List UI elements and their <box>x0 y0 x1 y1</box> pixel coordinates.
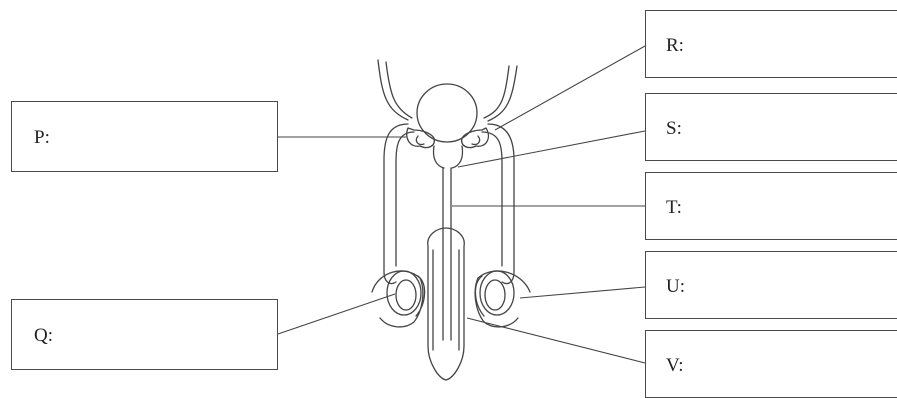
label-box-s[interactable]: S: <box>645 93 897 161</box>
right-seminal-vesicle-inner <box>472 136 480 144</box>
label-r: R: <box>666 35 684 57</box>
label-box-u[interactable]: U: <box>645 251 897 319</box>
label-box-v[interactable]: V: <box>645 330 897 398</box>
leader-line-v <box>467 318 645 363</box>
prostate-left <box>433 146 444 168</box>
label-box-t[interactable]: T: <box>645 172 897 240</box>
left-vas-deferens-inner <box>396 132 414 266</box>
left-ureter <box>378 60 408 120</box>
label-u: U: <box>666 276 685 298</box>
label-p: P: <box>34 127 50 149</box>
left-ureter-inner <box>386 62 412 118</box>
label-s: S: <box>666 118 682 140</box>
right-testis-inner <box>485 280 505 310</box>
label-box-r[interactable]: R: <box>645 10 897 78</box>
left-testis-inner <box>396 280 416 310</box>
right-ureter-inner <box>484 66 509 118</box>
label-q: Q: <box>34 325 53 347</box>
label-box-p[interactable]: P: <box>11 101 278 172</box>
label-box-q[interactable]: Q: <box>11 299 278 370</box>
prostate-right <box>452 146 463 168</box>
right-vas-deferens-inner <box>482 132 502 266</box>
leader-line-q <box>278 294 395 334</box>
leader-line-u <box>520 287 645 298</box>
left-seminal-vesicle-inner <box>416 136 424 144</box>
label-t: T: <box>666 197 682 219</box>
leader-line-r <box>495 46 645 130</box>
leader-line-s <box>458 131 645 167</box>
label-v: V: <box>666 355 684 377</box>
